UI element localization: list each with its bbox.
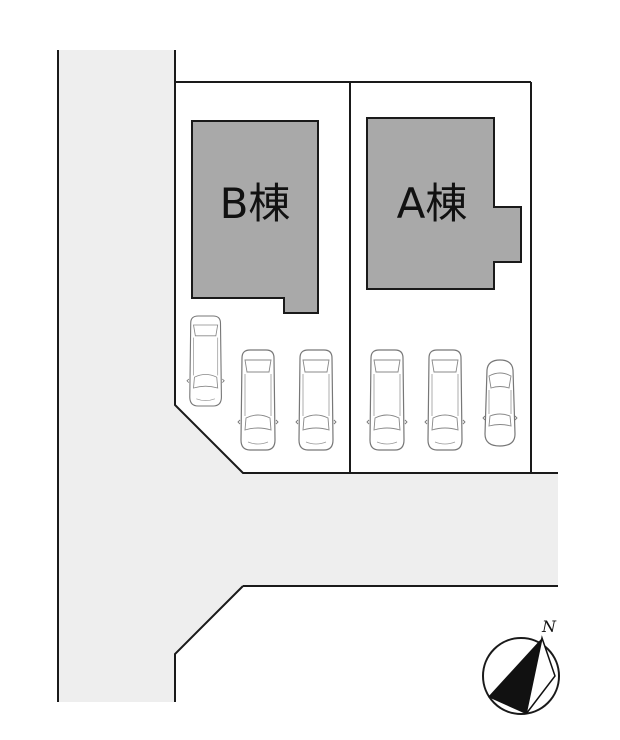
building-b-footprint bbox=[191, 120, 319, 314]
north-label: N bbox=[541, 617, 557, 636]
car-icon bbox=[482, 359, 518, 447]
road-vertical bbox=[58, 50, 243, 702]
compass-needle-dark bbox=[488, 638, 542, 714]
parking-lot-a bbox=[366, 349, 518, 451]
road-horizontal bbox=[243, 473, 558, 586]
building-a[interactable]: A棟 bbox=[366, 117, 522, 290]
building-a-label: A棟 bbox=[397, 179, 468, 228]
car-icon bbox=[424, 349, 466, 451]
building-a-footprint bbox=[366, 117, 522, 290]
car-icon bbox=[366, 349, 408, 451]
building-b[interactable]: B棟 bbox=[191, 120, 319, 314]
north-compass: N bbox=[482, 617, 560, 715]
road-network bbox=[57, 50, 558, 702]
building-b-label: B棟 bbox=[220, 179, 291, 228]
compass-needle-light bbox=[525, 635, 556, 715]
car-icon bbox=[237, 349, 279, 451]
site-boundary bbox=[174, 81, 558, 474]
car-icon bbox=[186, 315, 225, 407]
parking-lot-b bbox=[186, 315, 337, 451]
car-icon bbox=[295, 349, 337, 451]
